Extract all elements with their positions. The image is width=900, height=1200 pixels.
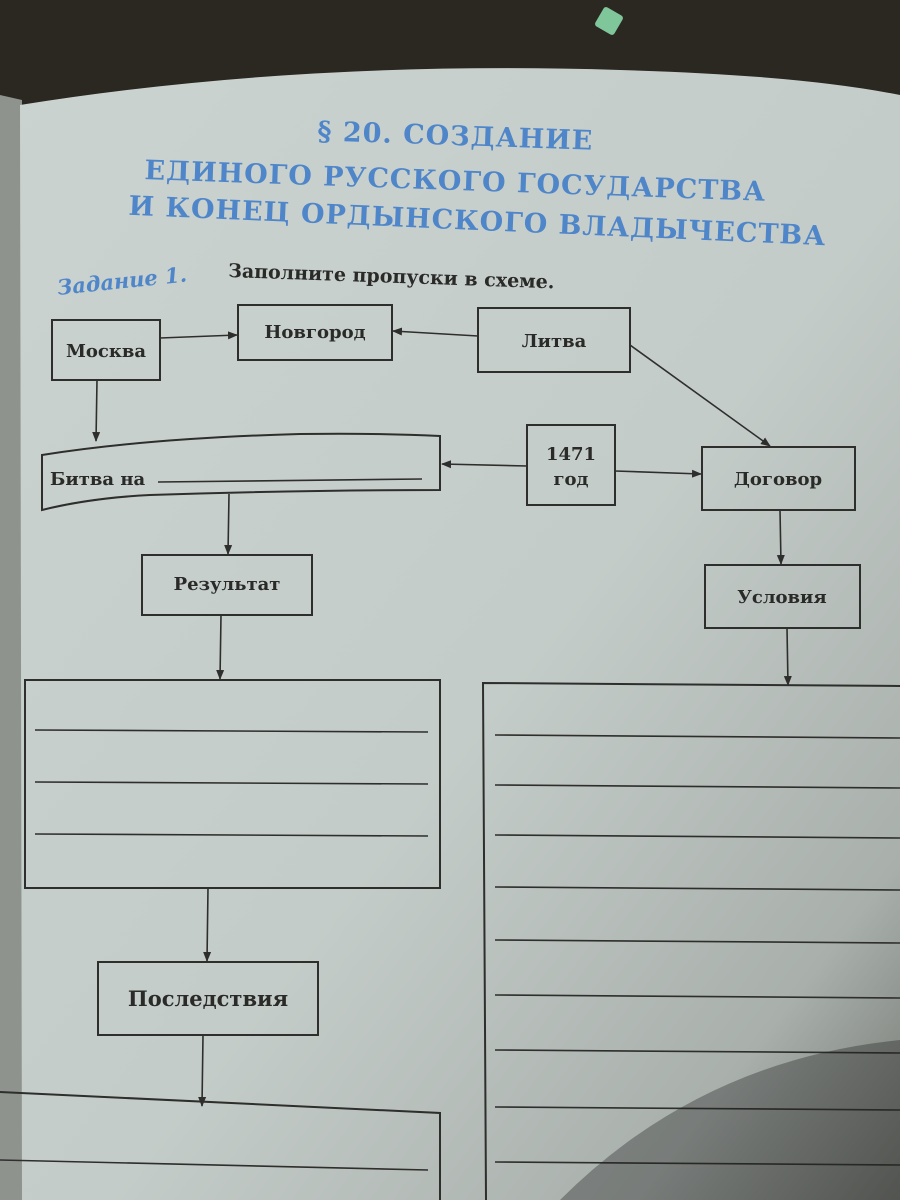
year-number: 1471 (546, 444, 596, 465)
arrow-moscow-battle (92, 379, 101, 442)
arrow-lithuania-novgorod (392, 327, 479, 337)
answer-line[interactable] (494, 1106, 900, 1111)
box-conditions: Условия (704, 564, 861, 629)
left-page-edge (0, 95, 22, 1200)
box-consequences-answers (0, 1091, 441, 1200)
treaty-label: Договор (734, 469, 822, 490)
answer-line[interactable] (494, 886, 900, 891)
arrow-year-battle (441, 460, 528, 469)
arrow-result-answers (216, 614, 225, 680)
box-conditions-answers (481, 681, 900, 1200)
battle-blank-line[interactable] (157, 478, 423, 483)
answer-line[interactable] (34, 781, 429, 785)
novgorod-label: Новгород (264, 322, 365, 343)
arrow-year-treaty (614, 469, 702, 478)
arrow-lithuania-treaty (629, 344, 771, 447)
answer-line[interactable] (494, 939, 900, 944)
arrows (92, 327, 792, 1107)
moscow-label: Москва (66, 341, 146, 362)
box-lithuania: Литва (477, 307, 631, 373)
box-result-answers (24, 679, 441, 889)
box-battle: Битва на (41, 432, 441, 512)
answer-line[interactable] (494, 734, 900, 739)
shadow (560, 1040, 900, 1200)
lithuania-label: Литва (522, 331, 587, 352)
box-consequences: Последствия (97, 961, 319, 1036)
battle-label: Битва на (50, 469, 145, 490)
conditions-label: Условия (737, 587, 826, 608)
answer-line[interactable] (494, 784, 900, 789)
answer-line[interactable] (494, 994, 900, 999)
paper (20, 68, 900, 1200)
answer-line[interactable] (494, 1049, 900, 1054)
arrow-moscow-novgorod (159, 331, 238, 340)
marker-cap (595, 7, 623, 35)
arrow-battle-result (224, 493, 233, 555)
arrow-conditions-answers (783, 627, 792, 686)
box-result: Результат (141, 554, 313, 616)
box-year: 1471 год (526, 424, 616, 506)
arrow-treaty-conditions (776, 509, 785, 565)
consequences-label: Последствия (128, 986, 288, 1011)
box-treaty: Договор (701, 446, 856, 511)
box-moscow: Москва (51, 319, 161, 381)
answer-line[interactable] (34, 833, 429, 837)
arrow-consequences-answers (198, 1034, 207, 1107)
arrow-answers-consequences (203, 887, 212, 962)
box-novgorod: Новгород (237, 304, 393, 361)
answer-line[interactable] (0, 1159, 429, 1171)
answer-line[interactable] (34, 729, 429, 733)
result-label: Результат (174, 574, 281, 595)
year-word: год (553, 469, 588, 490)
answer-line[interactable] (494, 1161, 900, 1166)
answer-line[interactable] (494, 834, 900, 839)
